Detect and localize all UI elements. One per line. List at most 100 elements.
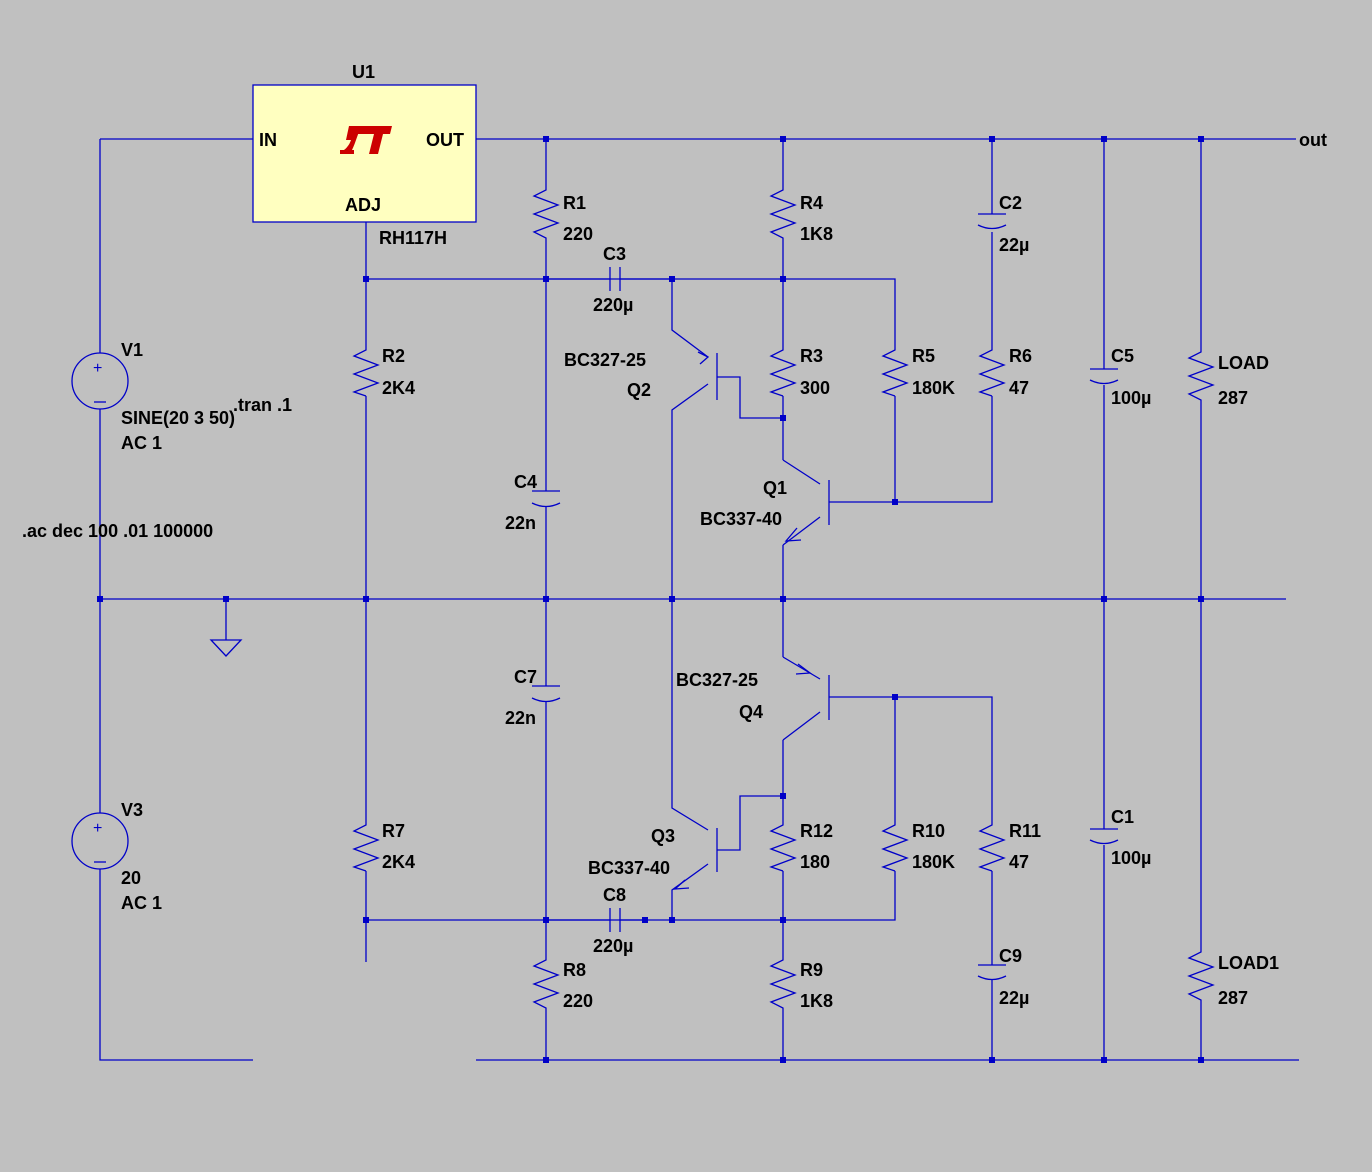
transistor-q2[interactable]: BC327-25 Q2 [564, 350, 718, 400]
resistor-load1[interactable]: LOAD1 287 [1218, 953, 1279, 1008]
transistor-q4[interactable]: BC327-25 Q4 [676, 656, 830, 741]
resistor-r4[interactable]: R4 1K8 [800, 193, 833, 244]
source-v3-value: 20 [121, 868, 141, 888]
resistor-load[interactable]: LOAD 287 [1218, 353, 1269, 408]
resistor-load1-value: 287 [1218, 988, 1248, 1008]
regulator-u1[interactable]: U1 IN OUT ADJ RH117H [252, 62, 477, 248]
capacitor-plates [531, 213, 1119, 981]
resistor-r5[interactable]: R5 180K [912, 346, 955, 398]
regulator-pin-in: IN [259, 130, 277, 150]
resistor-r4-ref: R4 [800, 193, 823, 213]
resistor-r1-value: 220 [563, 224, 593, 244]
resistor-r1-ref: R1 [563, 193, 586, 213]
capacitor-c7-value: 22n [505, 708, 536, 728]
resistor-load-ref: LOAD [1218, 353, 1269, 373]
capacitor-c1-value: 100µ [1111, 848, 1151, 868]
transistor-q2-ref: Q2 [627, 380, 651, 400]
source-v3-body [71, 812, 129, 870]
capacitor-c8-value: 220µ [593, 936, 633, 956]
capacitor-c2-value: 22µ [999, 235, 1029, 255]
regulator-pin-adj: ADJ [345, 195, 381, 215]
capacitor-c9[interactable]: C9 22µ [999, 946, 1029, 1008]
capacitor-c8-ref: C8 [603, 885, 626, 905]
capacitor-c7-ref: C7 [514, 667, 537, 687]
resistor-r6[interactable]: R6 47 [1009, 346, 1032, 398]
capacitor-c1[interactable]: C1 100µ [1111, 807, 1151, 868]
capacitor-c4[interactable]: C4 22n [505, 472, 537, 533]
resistor-r10-ref: R10 [912, 821, 945, 841]
resistor-r3-value: 300 [800, 378, 830, 398]
transistor-q4-part: BC327-25 [676, 670, 758, 690]
capacitor-c3[interactable]: C3 220µ [593, 244, 633, 315]
resistor-r6-value: 47 [1009, 378, 1029, 398]
capacitor-c5-value: 100µ [1111, 388, 1151, 408]
lt-logo-icon [340, 126, 392, 154]
source-v3[interactable]: + V3 20 AC 1 [71, 800, 162, 913]
resistor-r10[interactable]: R10 180K [912, 821, 955, 872]
source-v1-value: SINE(20 3 50) [121, 408, 235, 428]
regulator-body [252, 84, 477, 223]
transistor-q1[interactable]: Q1 BC337-40 [700, 459, 830, 546]
resistor-r6-ref: R6 [1009, 346, 1032, 366]
capacitor-c9-ref: C9 [999, 946, 1022, 966]
resistor-r10-value: 180K [912, 852, 955, 872]
resistor-zigzags [352, 180, 1215, 1020]
resistor-r5-value: 180K [912, 378, 955, 398]
resistor-r3[interactable]: R3 300 [800, 346, 830, 398]
resistor-r11-ref: R11 [1009, 821, 1041, 841]
capacitor-c8[interactable]: C8 220µ [593, 885, 633, 956]
resistor-load1-ref: LOAD1 [1218, 953, 1279, 973]
pnp-arrow-icon [697, 351, 710, 365]
capacitor-c2[interactable]: C2 22µ [999, 193, 1029, 255]
plus-icon: + [93, 820, 102, 837]
wires [99, 138, 1299, 1061]
resistor-r1[interactable]: R1 220 [563, 193, 593, 244]
capacitor-c5-ref: C5 [1111, 346, 1134, 366]
capacitor-c4-ref: C4 [514, 472, 537, 492]
capacitor-c3-value: 220µ [593, 295, 633, 315]
source-v3-ac: AC 1 [121, 893, 162, 913]
npn-arrow-icon [784, 527, 802, 542]
regulator-part: RH117H [379, 228, 447, 248]
regulator-pin-out: OUT [426, 130, 464, 150]
source-v1-ref: V1 [121, 340, 143, 360]
transistor-q3-ref: Q3 [651, 826, 675, 846]
capacitor-c7[interactable]: C7 22n [505, 667, 537, 728]
resistor-r11-value: 47 [1009, 852, 1029, 872]
resistor-r12[interactable]: R12 180 [800, 821, 833, 872]
capacitor-c5[interactable]: C5 100µ [1111, 346, 1151, 408]
resistor-r11[interactable]: R11 47 [1009, 821, 1041, 872]
transistor-q3[interactable]: Q3 BC337-40 [588, 826, 718, 890]
source-v3-ref: V3 [121, 800, 143, 820]
capacitor-c3-ref: C3 [603, 244, 626, 264]
transistor-q1-leads [782, 459, 821, 546]
resistor-r8[interactable]: R8 220 [563, 960, 593, 1011]
directive-ac[interactable]: .ac dec 100 .01 100000 [22, 521, 213, 541]
transistor-q2-part: BC327-25 [564, 350, 646, 370]
transistor-q4-leads [782, 656, 821, 741]
source-v1[interactable]: + V1 SINE(20 3 50) AC 1 [71, 340, 235, 453]
resistor-r8-ref: R8 [563, 960, 586, 980]
directive-tran[interactable]: .tran .1 [233, 395, 292, 415]
regulator-ref: U1 [352, 62, 375, 82]
junction-dots [97, 136, 1204, 1063]
pnp-arrow-icon [795, 663, 812, 675]
source-v1-ac: AC 1 [121, 433, 162, 453]
resistor-r2-ref: R2 [382, 346, 405, 366]
resistor-r12-ref: R12 [800, 821, 833, 841]
resistor-r12-value: 180 [800, 852, 830, 872]
transistor-q4-ref: Q4 [739, 702, 763, 722]
resistor-load-value: 287 [1218, 388, 1248, 408]
capacitor-c2-ref: C2 [999, 193, 1022, 213]
resistor-r9-ref: R9 [800, 960, 823, 980]
net-label-out: out [1299, 130, 1327, 150]
source-v1-body [71, 352, 129, 410]
transistor-q1-ref: Q1 [763, 478, 787, 498]
resistor-r8-value: 220 [563, 991, 593, 1011]
resistor-r2[interactable]: R2 2K4 [382, 346, 415, 398]
resistor-r9[interactable]: R9 1K8 [800, 960, 833, 1011]
resistor-r7[interactable]: R7 2K4 [382, 821, 415, 872]
resistor-r2-value: 2K4 [382, 378, 415, 398]
resistor-r7-ref: R7 [382, 821, 405, 841]
